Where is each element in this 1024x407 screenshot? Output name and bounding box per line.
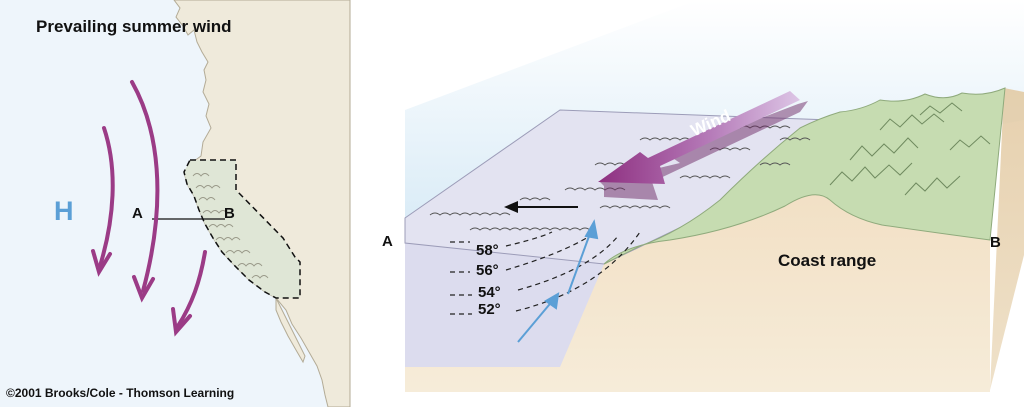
isotherm-56-label: 56°	[476, 262, 499, 279]
right-wall	[990, 88, 1024, 390]
wind-arrow-3-head	[171, 307, 192, 337]
cross-section	[404, 0, 1024, 392]
coast-range-label: Coast range	[778, 251, 877, 270]
map-point-b-label: B	[224, 205, 235, 222]
prevailing-summer-wind-label: Prevailing summer wind	[36, 17, 232, 36]
coastal-mountains	[603, 87, 1006, 265]
isotherm-56-line	[450, 235, 591, 273]
section-point-a-label: A	[382, 233, 393, 250]
map-wind-arrows	[91, 80, 207, 337]
map-highlighted-state	[183, 159, 301, 299]
upwelling-arrows	[517, 219, 599, 343]
surface-current-arrow	[504, 201, 578, 213]
wind-arrow-1	[130, 80, 160, 293]
isotherm-52-label: 52°	[478, 301, 501, 318]
mountain-ridges	[829, 102, 991, 196]
isotherm-58-line	[450, 231, 553, 247]
wind-arrow-2	[98, 126, 115, 268]
map-panel	[0, 0, 351, 407]
isotherm-54-label: 54°	[478, 284, 501, 301]
isotherm-58-label: 58°	[476, 242, 499, 259]
map-coastal-ranges	[192, 173, 269, 279]
section-water	[405, 243, 604, 367]
section-point-b-label: B	[990, 234, 1001, 251]
copyright-credit: ©2001 Brooks/Cole - Thomson Learning	[6, 386, 235, 400]
wind-arrow-3	[176, 250, 207, 328]
isotherm-52-line	[450, 231, 641, 315]
wind-arrow-2-head	[91, 249, 112, 277]
high-pressure-label: H	[54, 196, 74, 226]
wind-arrow-1-head	[132, 275, 155, 303]
map-peninsula	[275, 297, 306, 364]
isotherm-lines	[450, 231, 641, 315]
map-point-a-label: A	[132, 205, 143, 222]
wind-arrow-large	[598, 91, 808, 200]
